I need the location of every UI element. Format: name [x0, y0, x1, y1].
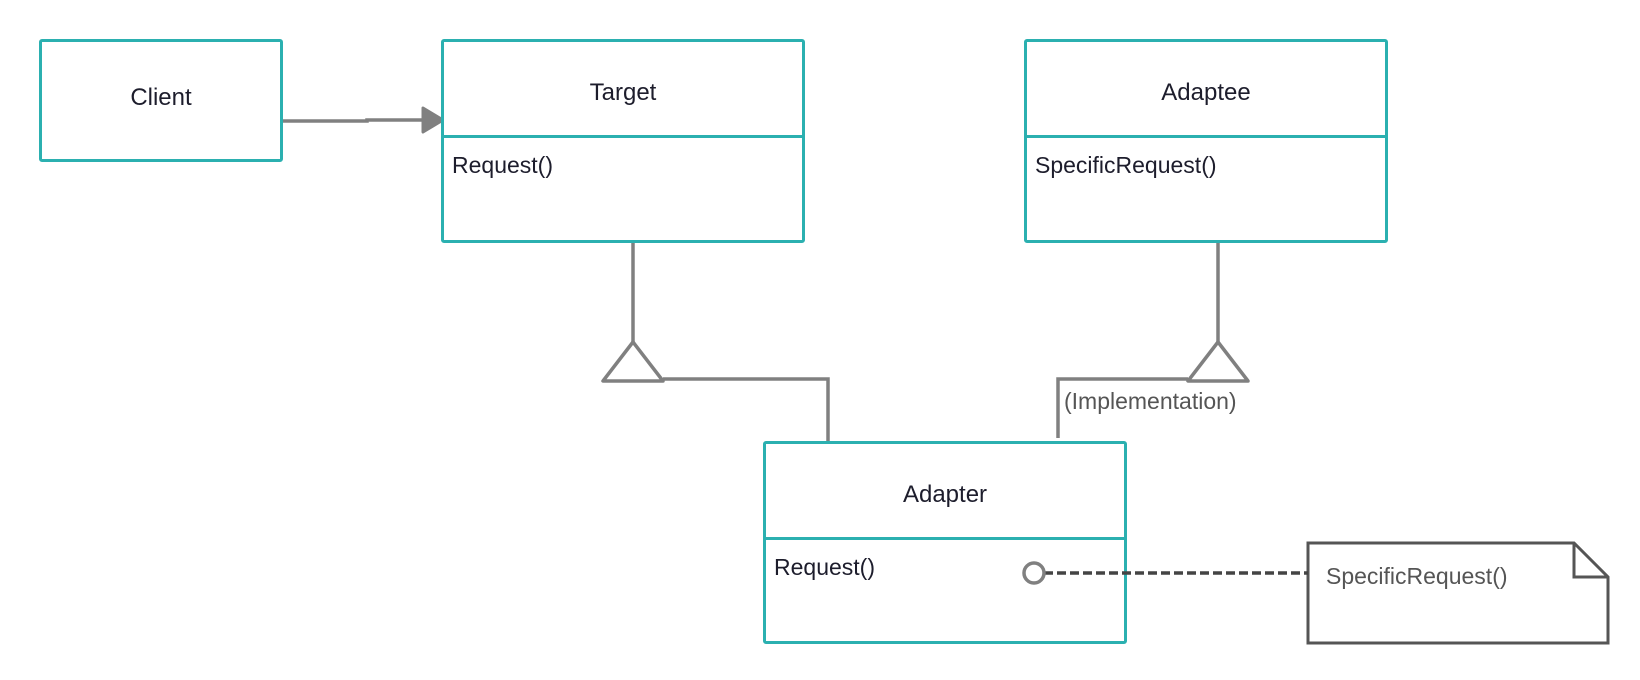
client-class[interactable]: Client	[39, 39, 283, 162]
adaptee-specific-request-method: SpecificRequest()	[1035, 152, 1217, 178]
note-fold	[1572, 543, 1608, 579]
adaptee-class-name: Adaptee	[1027, 42, 1385, 138]
implementation-label: (Implementation)	[1064, 388, 1237, 414]
adapter-to-target-line	[663, 377, 830, 442]
adapter-to-adaptee-line	[1056, 377, 1188, 438]
client-class-name: Client	[130, 83, 192, 111]
adaptee-class[interactable]: Adaptee SpecificRequest()	[1024, 39, 1388, 243]
note-text: SpecificRequest()	[1326, 563, 1508, 589]
adaptee-generalization-triangle	[1186, 340, 1250, 383]
adapter-request-method: Request()	[774, 554, 875, 580]
target-class-name: Target	[444, 42, 802, 138]
adapter-class[interactable]: Adapter Request()	[763, 441, 1127, 644]
adapter-class-name: Adapter	[766, 444, 1124, 540]
target-class[interactable]: Target Request()	[441, 39, 805, 243]
target-request-method: Request()	[452, 152, 553, 178]
association-arrowhead	[421, 106, 445, 134]
note-shape	[1306, 541, 1610, 645]
note-anchor-circle	[1022, 561, 1046, 585]
client-target-association-line	[282, 118, 425, 123]
target-generalization-triangle	[601, 340, 665, 383]
